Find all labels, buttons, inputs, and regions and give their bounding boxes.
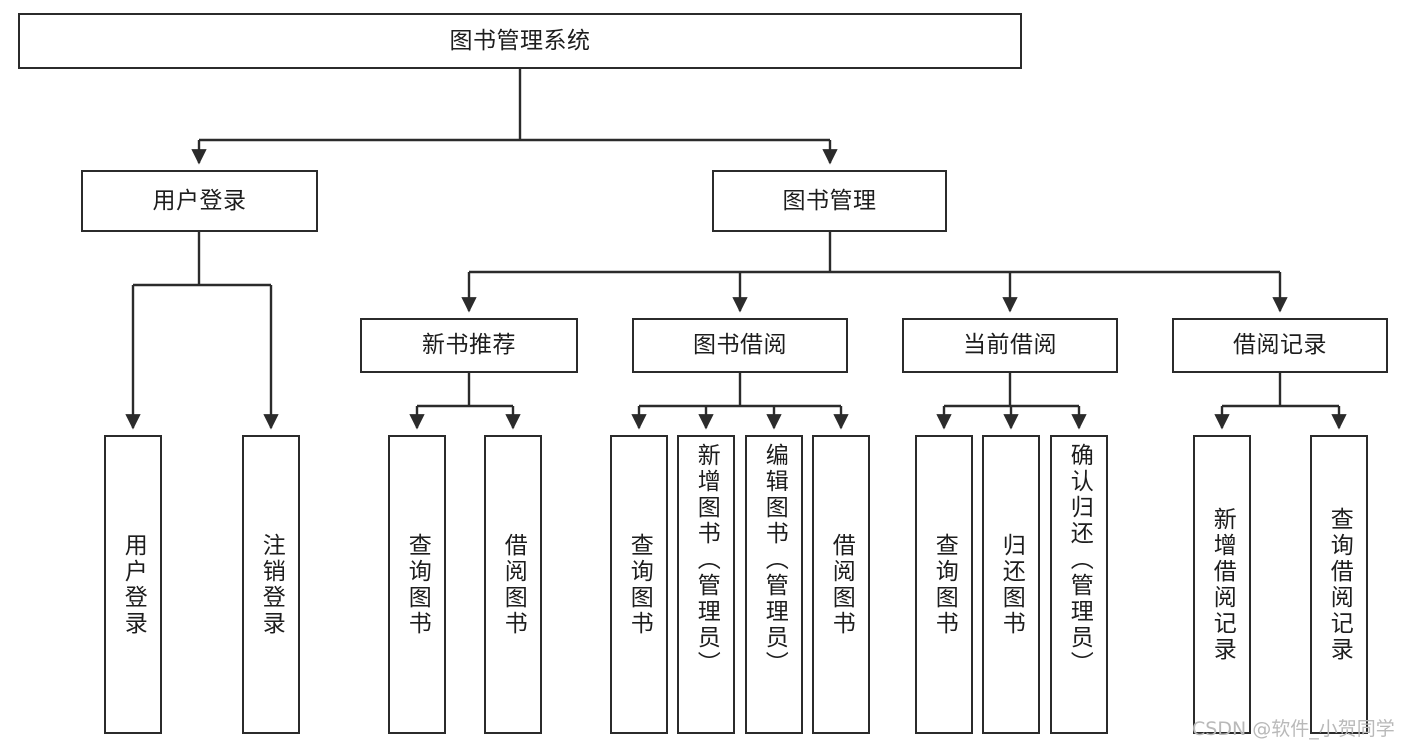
node-book-management[interactable]: 图书管理	[712, 170, 947, 232]
node-borrow-records[interactable]: 借阅记录	[1172, 318, 1388, 373]
node-leaf-query-book-recommend[interactable]: 查询图书	[388, 435, 446, 734]
node-root[interactable]: 图书管理系统	[18, 13, 1022, 69]
node-new-book-recommend[interactable]: 新书推荐	[360, 318, 578, 373]
node-leaf-borrow-book-recommend[interactable]: 借阅图书	[484, 435, 542, 734]
node-leaf-borrow-book[interactable]: 借阅图书	[812, 435, 870, 734]
node-leaf-edit-book-admin-label: 编辑图书（管理员）	[761, 443, 788, 677]
node-leaf-user-login-label: 用户登录	[120, 532, 147, 637]
node-leaf-user-login[interactable]: 用户登录	[104, 435, 162, 734]
node-user-login[interactable]: 用户登录	[81, 170, 318, 232]
node-leaf-borrow-book-label: 借阅图书	[828, 532, 855, 637]
node-leaf-query-book-borrow[interactable]: 查询图书	[610, 435, 668, 734]
node-leaf-query-book-recommend-label: 查询图书	[404, 532, 431, 637]
node-borrow-records-label: 借阅记录	[1233, 332, 1327, 359]
node-leaf-borrow-book-recommend-label: 借阅图书	[500, 532, 527, 637]
node-current-borrow[interactable]: 当前借阅	[902, 318, 1118, 373]
node-leaf-add-borrow-record[interactable]: 新增借阅记录	[1193, 435, 1251, 734]
node-book-borrow-label: 图书借阅	[693, 332, 787, 359]
node-leaf-query-book-borrow-label: 查询图书	[626, 532, 653, 637]
node-leaf-logout[interactable]: 注销登录	[242, 435, 300, 734]
node-leaf-add-book-admin-label: 新增图书（管理员）	[693, 443, 720, 677]
node-new-book-recommend-label: 新书推荐	[422, 332, 516, 359]
node-leaf-confirm-return-admin[interactable]: 确认归还（管理员）	[1050, 435, 1108, 734]
node-leaf-logout-label: 注销登录	[258, 532, 285, 637]
node-leaf-add-book-admin[interactable]: 新增图书（管理员）	[677, 435, 735, 734]
node-leaf-edit-book-admin[interactable]: 编辑图书（管理员）	[745, 435, 803, 734]
node-leaf-return-book-label: 归还图书	[998, 532, 1025, 637]
node-current-borrow-label: 当前借阅	[963, 332, 1057, 359]
node-book-management-label: 图书管理	[782, 187, 877, 214]
csdn-watermark: CSDN @软件_小贺同学	[1192, 718, 1395, 740]
node-book-borrow[interactable]: 图书借阅	[632, 318, 848, 373]
node-user-login-label: 用户登录	[152, 187, 247, 214]
node-leaf-query-book-current[interactable]: 查询图书	[915, 435, 973, 734]
node-leaf-return-book[interactable]: 归还图书	[982, 435, 1040, 734]
node-leaf-query-borrow-record[interactable]: 查询借阅记录	[1310, 435, 1368, 734]
node-leaf-query-book-current-label: 查询图书	[931, 532, 958, 637]
node-root-label: 图书管理系统	[449, 27, 591, 54]
node-leaf-add-borrow-record-label: 新增借阅记录	[1209, 506, 1236, 663]
node-leaf-confirm-return-admin-label: 确认归还（管理员）	[1066, 443, 1093, 677]
node-leaf-query-borrow-record-label: 查询借阅记录	[1326, 506, 1353, 663]
